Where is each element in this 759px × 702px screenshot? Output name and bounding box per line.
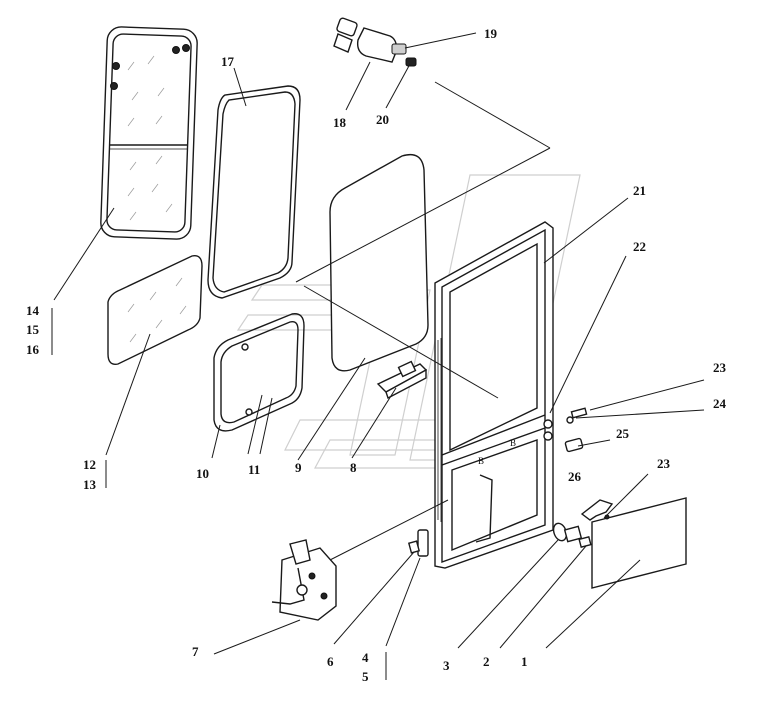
- callout-label: 15: [26, 322, 40, 337]
- callout-label: 9: [295, 460, 302, 475]
- small-glass-12: [107, 255, 203, 365]
- upper-window-frame: [100, 26, 198, 240]
- callout-label: 25: [616, 426, 630, 441]
- callout-label: 11: [248, 462, 260, 477]
- leader-lines: [51, 32, 705, 680]
- bolt-25: [564, 437, 584, 453]
- callout-label: 3: [443, 658, 450, 673]
- callout-label: 14: [26, 303, 40, 318]
- callout-label: 22: [633, 239, 646, 254]
- callout-label: 16: [26, 342, 40, 357]
- lock-cylinder-18: [333, 17, 417, 67]
- window-seal-17: [207, 85, 301, 299]
- callout-label: 4: [362, 650, 369, 665]
- callout-label: 26: [568, 469, 582, 484]
- svg-text:B: B: [510, 438, 516, 448]
- callout-label: 1: [521, 654, 528, 669]
- sliding-window-frame-10: [213, 313, 305, 432]
- callout-label: 19: [484, 26, 498, 41]
- bracket-26: [580, 499, 614, 521]
- door-glass-9: [329, 153, 429, 372]
- callout-label: 6: [327, 654, 334, 669]
- callout-label: 23: [713, 360, 727, 375]
- knob-2: [552, 522, 592, 549]
- callout-label: 13: [83, 477, 97, 492]
- handle-8: [376, 360, 428, 400]
- callout-label: 5: [362, 669, 369, 684]
- screw-23: [570, 407, 588, 419]
- callout-label: 17: [221, 54, 235, 69]
- clip-6: [407, 540, 421, 554]
- latch-assembly-7: [271, 539, 337, 621]
- cover-plate-1: [591, 497, 687, 589]
- callout-labels: 1 2 3 4 5 6 7 8 9 10 11 12 13 14 15 16 1…: [26, 26, 727, 684]
- washer-24: [566, 416, 574, 424]
- callout-label: 24: [713, 396, 727, 411]
- callout-label: 2: [483, 654, 490, 669]
- callout-label: 18: [333, 115, 347, 130]
- svg-text:B: B: [478, 456, 484, 466]
- callout-label: 12: [83, 457, 96, 472]
- callout-label: 7: [192, 644, 199, 659]
- callout-label: 23: [657, 456, 671, 471]
- door-frame-21: B B: [417, 221, 554, 569]
- callout-label: 10: [196, 466, 209, 481]
- callout-label: 21: [633, 183, 646, 198]
- callout-label: 20: [376, 112, 389, 127]
- callout-label: 8: [350, 460, 357, 475]
